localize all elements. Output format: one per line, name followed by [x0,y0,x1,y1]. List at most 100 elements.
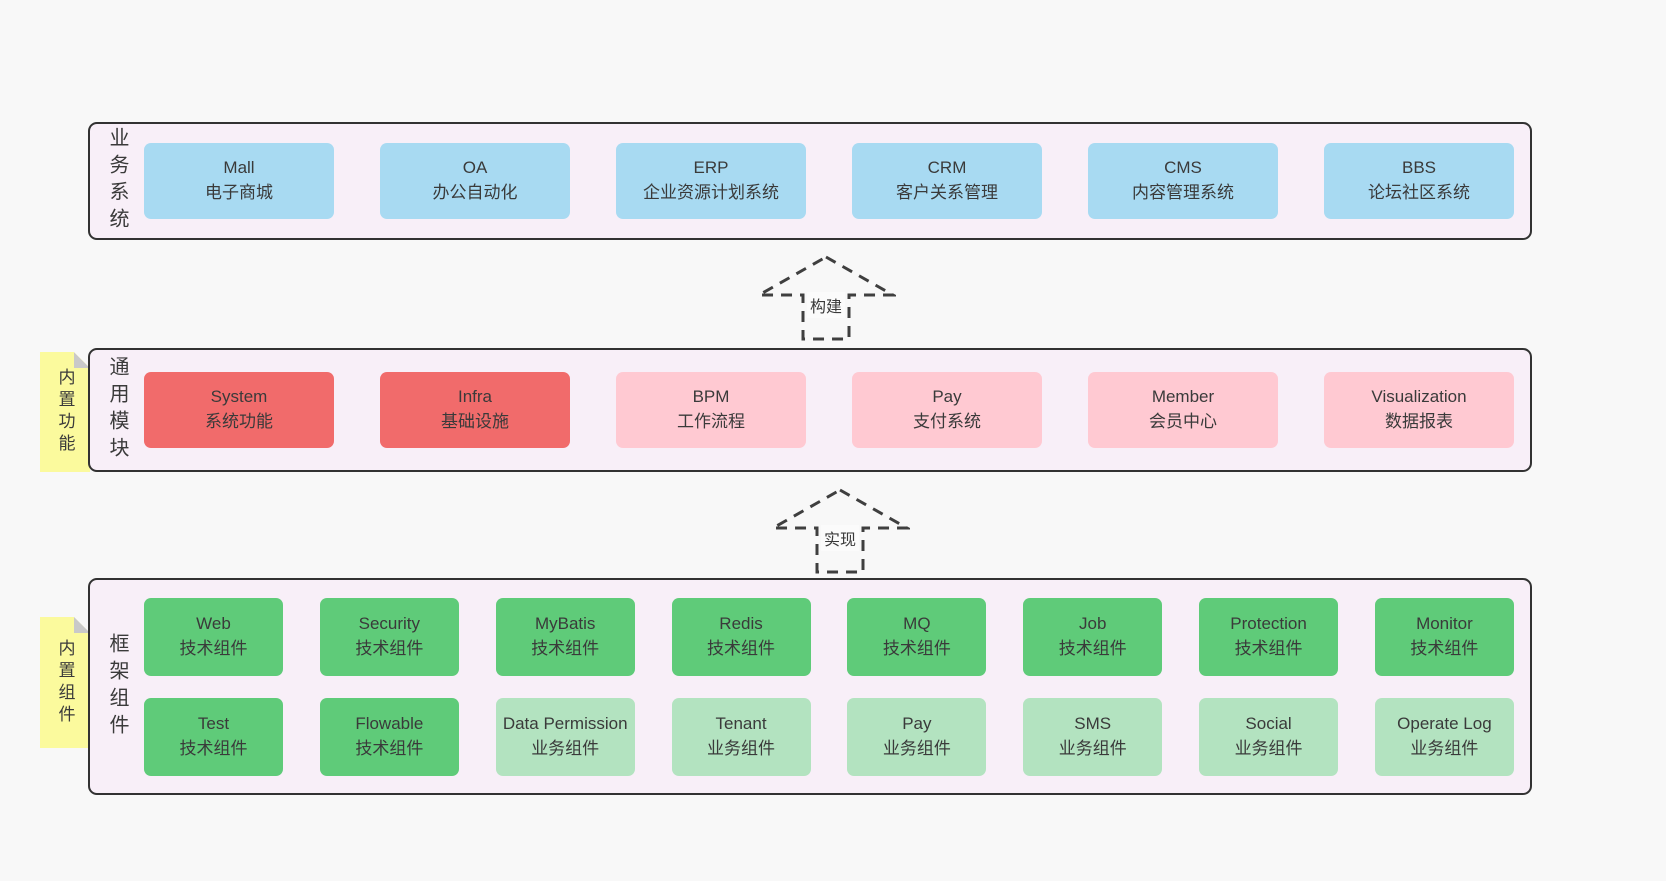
box-mq: MQ 技术组件 [847,597,987,676]
box-subtitle: 基础设施 [441,412,509,431]
panel-label: 业务系统 [106,127,128,235]
box-web: Web 技术组件 [144,597,283,676]
box-title: Tenant [715,713,767,733]
box-data-permission: Data Permission 业务组件 [495,697,635,776]
box-mybatis: MyBatis 技术组件 [495,597,635,676]
panel-common-modules: 通用模块 System 系统功能 Infra 基础设施 BPM 工作流程 Pay… [88,348,1532,472]
box-title: Infra [457,387,493,407]
box-sms: SMS 业务组件 [1023,697,1163,776]
panel-label-wrap: 通用模块 [90,350,144,470]
box-title: CRM [927,158,967,178]
box-subtitle: 数据报表 [1385,412,1453,431]
panel-label-wrap: 业务系统 [90,124,144,238]
framework-row-2: Test 技术组件 Flowable 技术组件 Data Permission … [144,697,1514,776]
box-subtitle: 业务组件 [707,738,776,758]
box-subtitle: 技术组件 [179,738,248,758]
box-title: Mall [223,158,255,178]
box-bbs: BBS 论坛社区系统 [1324,143,1514,219]
box-subtitle: 技术组件 [179,638,248,658]
box-erp: ERP 企业资源计划系统 [616,143,806,219]
panel-business-systems: 业务系统 Mall 电子商城 OA 办公自动化 ERP 企业资源计划系统 CRM… [88,122,1532,240]
panel-label: 通用模块 [106,356,128,464]
box-title: ERP [693,158,729,178]
box-job: Job 技术组件 [1023,597,1163,676]
box-subtitle: 技术组件 [707,638,776,658]
business-systems-row: Mall 电子商城 OA 办公自动化 ERP 企业资源计划系统 CRM 客户关系… [144,143,1530,219]
box-social: Social 业务组件 [1199,697,1339,776]
box-pay: Pay 支付系统 [852,372,1042,448]
box-subtitle: 工作流程 [677,412,745,431]
box-title: SMS [1074,713,1112,733]
box-visualization: Visualization 数据报表 [1324,372,1514,448]
arrow-label: 实现 [820,525,860,551]
box-subtitle: 业务组件 [882,738,951,758]
box-crm: CRM 客户关系管理 [852,143,1042,219]
box-title: OA [462,158,488,178]
box-title: Social [1245,713,1292,733]
box-title: Member [1151,387,1215,407]
box-title: Pay [932,387,962,407]
panel-label-wrap: 框架组件 [90,580,144,793]
box-title: Redis [719,613,763,633]
box-subtitle: 系统功能 [205,412,273,431]
box-bpm: BPM 工作流程 [616,372,806,448]
arrow-implement: 实现 [770,487,910,575]
box-subtitle: 办公自动化 [432,183,518,202]
box-infra: Infra 基础设施 [380,372,570,448]
box-subtitle: 企业资源计划系统 [643,183,779,202]
framework-row-1: Web 技术组件 Security 技术组件 MyBatis 技术组件 Redi… [144,597,1514,676]
panel-framework-components: 框架组件 Web 技术组件 Security 技术组件 MyBatis 技术组件… [88,578,1532,795]
box-subtitle: 业务组件 [531,738,600,758]
box-mall: Mall 电子商城 [144,143,334,219]
framework-components-grid: Web 技术组件 Security 技术组件 MyBatis 技术组件 Redi… [144,597,1530,776]
box-subtitle: 技术组件 [1058,638,1127,658]
arrow-build: 构建 [756,254,896,342]
box-subtitle: 技术组件 [355,738,424,758]
box-member: Member 会员中心 [1088,372,1278,448]
sticky-label: 内置功能 [55,368,75,456]
box-title: MyBatis [534,613,596,633]
box-subtitle: 内容管理系统 [1132,183,1234,202]
box-subtitle: 技术组件 [1410,638,1479,658]
box-title: Monitor [1416,613,1473,633]
box-subtitle: 技术组件 [355,638,424,658]
sticky-note-builtin-components: 内置组件 [40,617,90,748]
box-oa: OA 办公自动化 [380,143,570,219]
arrow-label: 构建 [806,292,846,318]
box-title: CMS [1164,158,1202,178]
box-title: Job [1079,613,1107,633]
box-subtitle: 会员中心 [1149,412,1217,431]
sticky-label: 内置组件 [55,638,75,727]
box-subtitle: 支付系统 [913,412,981,431]
box-title: BPM [692,387,730,407]
box-title: Flowable [355,713,424,733]
box-title: Operate Log [1397,713,1492,733]
box-security: Security 技术组件 [319,597,459,676]
box-test: Test 技术组件 [144,697,283,776]
sticky-note-builtin-features: 内置功能 [40,352,90,472]
box-title: Visualization [1371,387,1467,407]
box-title: Pay [902,713,932,733]
common-modules-row: System 系统功能 Infra 基础设施 BPM 工作流程 Pay 支付系统… [144,372,1530,448]
box-subtitle: 技术组件 [531,638,600,658]
box-system: System 系统功能 [144,372,334,448]
box-title: System [210,387,268,407]
panel-label: 框架组件 [106,632,128,741]
box-pay-business: Pay 业务组件 [847,697,987,776]
box-subtitle: 业务组件 [1058,738,1127,758]
box-redis: Redis 技术组件 [671,597,811,676]
box-tenant: Tenant 业务组件 [671,697,811,776]
up-block-arrow-icon [756,255,896,341]
box-subtitle: 客户关系管理 [896,183,998,202]
box-subtitle: 技术组件 [1234,638,1303,658]
box-cms: CMS 内容管理系统 [1088,143,1278,219]
box-title: Data Permission [502,713,628,733]
box-protection: Protection 技术组件 [1199,597,1339,676]
box-subtitle: 电子商城 [205,183,273,202]
up-block-arrow-icon [770,488,910,574]
box-title: Web [196,613,231,633]
box-title: MQ [903,613,931,633]
box-title: Protection [1230,613,1307,633]
box-title: Test [197,713,230,733]
box-title: BBS [1401,158,1437,178]
